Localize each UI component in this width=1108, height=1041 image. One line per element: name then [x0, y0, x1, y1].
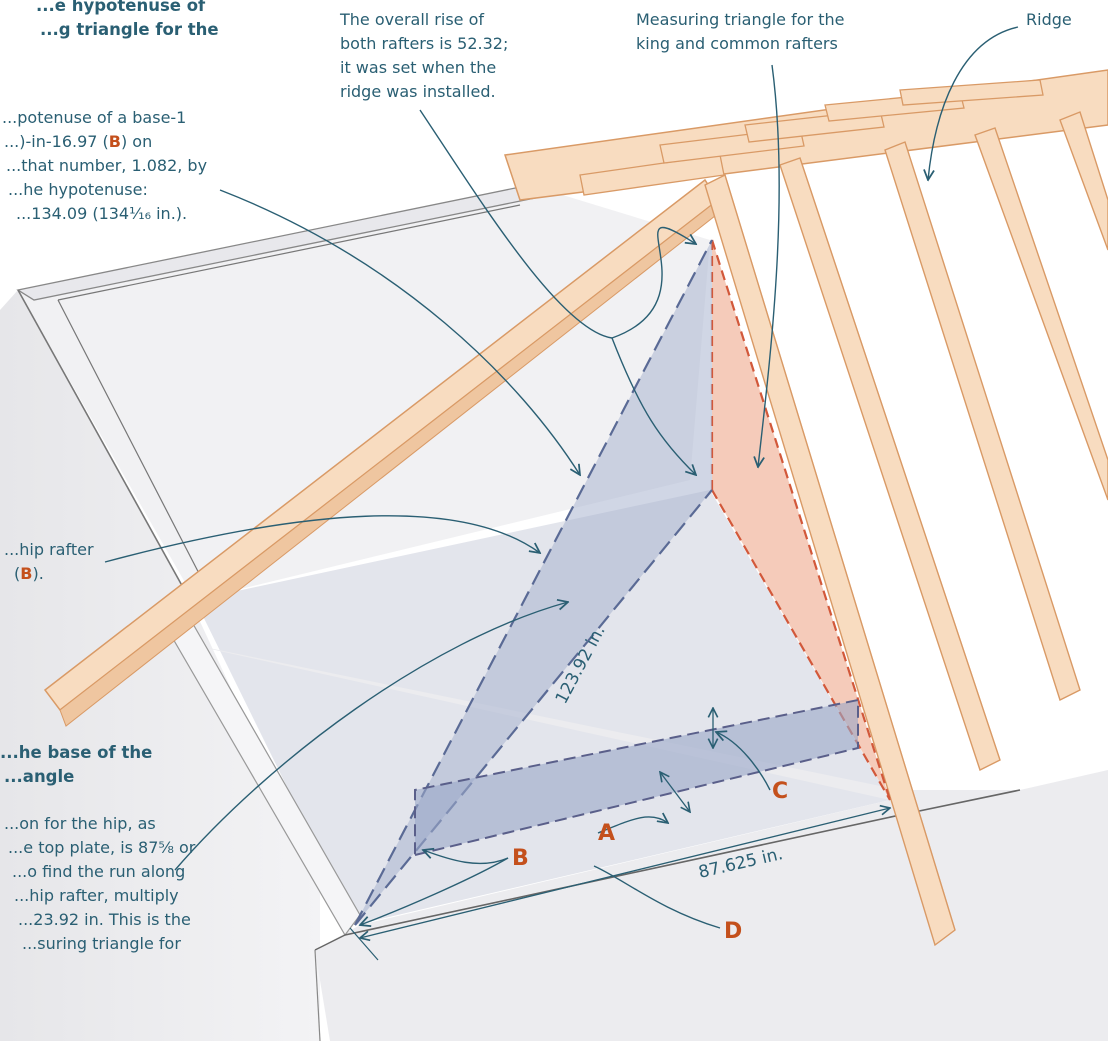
dim-line-a [660, 772, 690, 812]
letter-d-label: D [724, 919, 742, 944]
body-line: ...134.09 (134¹⁄₁₆ in.). [16, 204, 188, 223]
dim-line-plate [360, 808, 890, 938]
note-line: The overall rise of [340, 10, 485, 29]
note-text: ). [32, 564, 44, 583]
plate-front-line [314, 934, 346, 951]
note-letter: B [20, 564, 33, 583]
body-line: ...suring triangle for [22, 934, 181, 953]
roof-trim-inner2 [57, 299, 206, 586]
note-line: both rafters is 52.32; [340, 34, 509, 53]
common-rafters [704, 111, 1108, 947]
letter-a-label: A [598, 821, 615, 846]
heading-line: ...e hypotenuse of [36, 0, 206, 15]
body-line: ...he hypotenuse: [8, 180, 148, 199]
heading-line: ...he base of the [0, 743, 153, 762]
note-line: king and common rafters [636, 34, 838, 53]
body-line: ...23.92 in. This is the [18, 910, 191, 929]
body-line: ...hip rafter, multiply [14, 886, 179, 905]
roof-trim-inner [57, 204, 521, 301]
measuring-triangle-note: Measuring triangle for the king and comm… [636, 8, 844, 56]
note-line: Measuring triangle for the [636, 10, 845, 29]
ridge-label: Ridge [1026, 10, 1072, 29]
roof-plane [18, 185, 710, 600]
body-line: ...)-in-16.97 (B) on [0, 130, 207, 154]
body-line: ...e top plate, is 87⅝ or [8, 838, 196, 857]
note-line: it was set when the [340, 58, 497, 77]
dim-tick-plate-left [349, 927, 379, 961]
note-line: (B). [4, 562, 94, 586]
body-line: ...potenuse of a base-1 [2, 108, 187, 127]
rafter-shadows [724, 157, 1001, 931]
body-text: ...)-in-16.97 ( [4, 132, 109, 151]
ridge-note: Ridge [1026, 8, 1072, 32]
top-left-heading: ...e hypotenuse of ...g triangle for the [0, 0, 219, 42]
body-line: ...o find the run along [12, 862, 186, 881]
note-line: ridge was installed. [340, 82, 496, 101]
heading-line: ...angle [4, 767, 75, 786]
note-line: ...hip rafter [4, 540, 94, 559]
king-base-line [711, 489, 891, 801]
overall-rise-note: The overall rise of both rafters is 52.3… [340, 8, 508, 104]
letter-c-label: C [772, 779, 788, 804]
hip-base-line [354, 489, 713, 926]
base-heading: ...he base of the ...angle [0, 741, 152, 789]
body-line: ...on for the hip, as [4, 814, 156, 833]
gable-end-wall [0, 290, 320, 1041]
base-body: ...on for the hip, as ...e top plate, is… [0, 812, 195, 956]
letter-b-label: B [512, 846, 529, 871]
leader-lines [104, 26, 1019, 929]
body-line: ...that number, 1.082, by [6, 156, 208, 175]
wall-corner-line [314, 949, 321, 1041]
top-left-body: ...potenuse of a base-1 ...)-in-16.97 (B… [0, 106, 207, 226]
heading-line: ...g triangle for the [40, 20, 219, 39]
body-letter: B [108, 132, 121, 151]
king-hyp-line [710, 239, 892, 801]
body-text: ) on [120, 132, 153, 151]
ridge-rafter-tails [579, 79, 1044, 196]
hip-rafter-note: ...hip rafter (B). [4, 538, 94, 586]
note-text: ( [14, 564, 21, 583]
